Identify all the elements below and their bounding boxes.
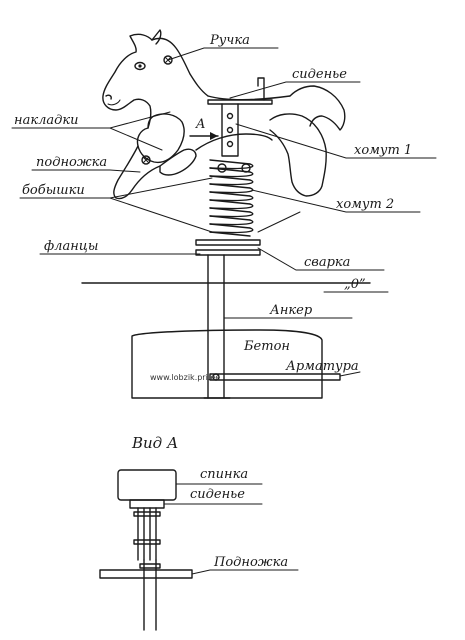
label-clamp2: хомут 2: [336, 197, 394, 212]
boss-bolts: [141, 155, 251, 173]
view-a-leader-lines: [163, 483, 299, 575]
view-a-title: Вид А: [131, 434, 178, 452]
seat-assembly: [207, 77, 273, 157]
label-clamp1: хомут 1: [354, 143, 412, 158]
view-a-seat-back: [117, 469, 177, 501]
label-zero: „0”: [344, 277, 366, 292]
flanges: [195, 239, 261, 256]
view-arrow-label: A: [195, 117, 205, 132]
view-a-post: [133, 507, 161, 631]
spring: [209, 159, 254, 237]
label-footrest: подножка: [36, 155, 107, 170]
leader-lines: [11, 47, 437, 377]
view-a-footrest: [99, 563, 193, 579]
horse-body: [102, 29, 346, 200]
label-flanges: фланцы: [44, 239, 98, 254]
watermark: www.lobzik.pri.ee: [150, 373, 220, 382]
view-a-label-seat: сиденье: [190, 487, 245, 502]
label-concrete: Бетон: [243, 339, 290, 354]
view-a-seat: [129, 499, 165, 509]
label-anchor: Анкер: [269, 303, 313, 318]
label-weld: сварка: [304, 255, 350, 270]
label-bosses: бобышки: [22, 183, 85, 198]
view-a-label-footrest: Подножка: [213, 555, 288, 570]
view-arrow: A: [189, 117, 219, 140]
label-pads: накладки: [14, 113, 78, 128]
concrete-block: [131, 329, 323, 399]
view-a-label-back: спинка: [200, 467, 248, 482]
rebar: [209, 373, 341, 381]
label-handle: Ручка: [209, 33, 250, 48]
label-seat: сиденье: [292, 67, 347, 82]
label-rebar: Арматура: [285, 359, 359, 374]
